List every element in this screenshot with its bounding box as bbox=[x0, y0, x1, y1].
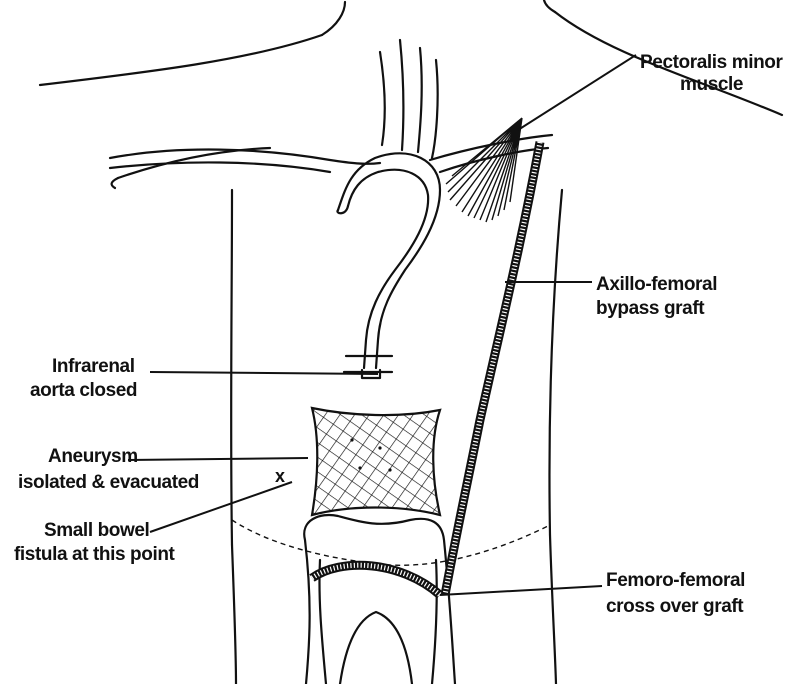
label-infrarenal: Infrarenal bbox=[52, 356, 135, 377]
label-femoro-femoral: Femoro-femoral bbox=[606, 570, 745, 591]
label-bypass-graft: bypass graft bbox=[596, 298, 705, 319]
aorta bbox=[110, 135, 552, 378]
pectoralis-minor-muscle bbox=[446, 118, 522, 222]
label-fistula-point: fistula at this point bbox=[14, 544, 176, 565]
label-isolated-evacuated: isolated & evacuated bbox=[18, 472, 199, 493]
label-small-bowel: Small bowel bbox=[44, 520, 149, 541]
label-aneurysm: Aneurysm bbox=[48, 446, 138, 467]
label-cross-over-graft: cross over graft bbox=[606, 596, 744, 617]
fistula-marker: x bbox=[275, 466, 285, 486]
neck-vessels bbox=[380, 40, 438, 158]
label-pectoralis-minor: Pectoralis minor bbox=[640, 52, 783, 73]
femoro-femoral-graft bbox=[312, 565, 440, 595]
label-pectoralis-muscle: muscle bbox=[680, 74, 743, 95]
label-axillo-femoral: Axillo-femoral bbox=[596, 274, 717, 295]
leader-lines bbox=[128, 55, 636, 595]
label-aorta-closed: aorta closed bbox=[30, 380, 137, 401]
axillo-femoral-graft bbox=[445, 142, 540, 595]
aneurysm-sac bbox=[312, 408, 440, 515]
